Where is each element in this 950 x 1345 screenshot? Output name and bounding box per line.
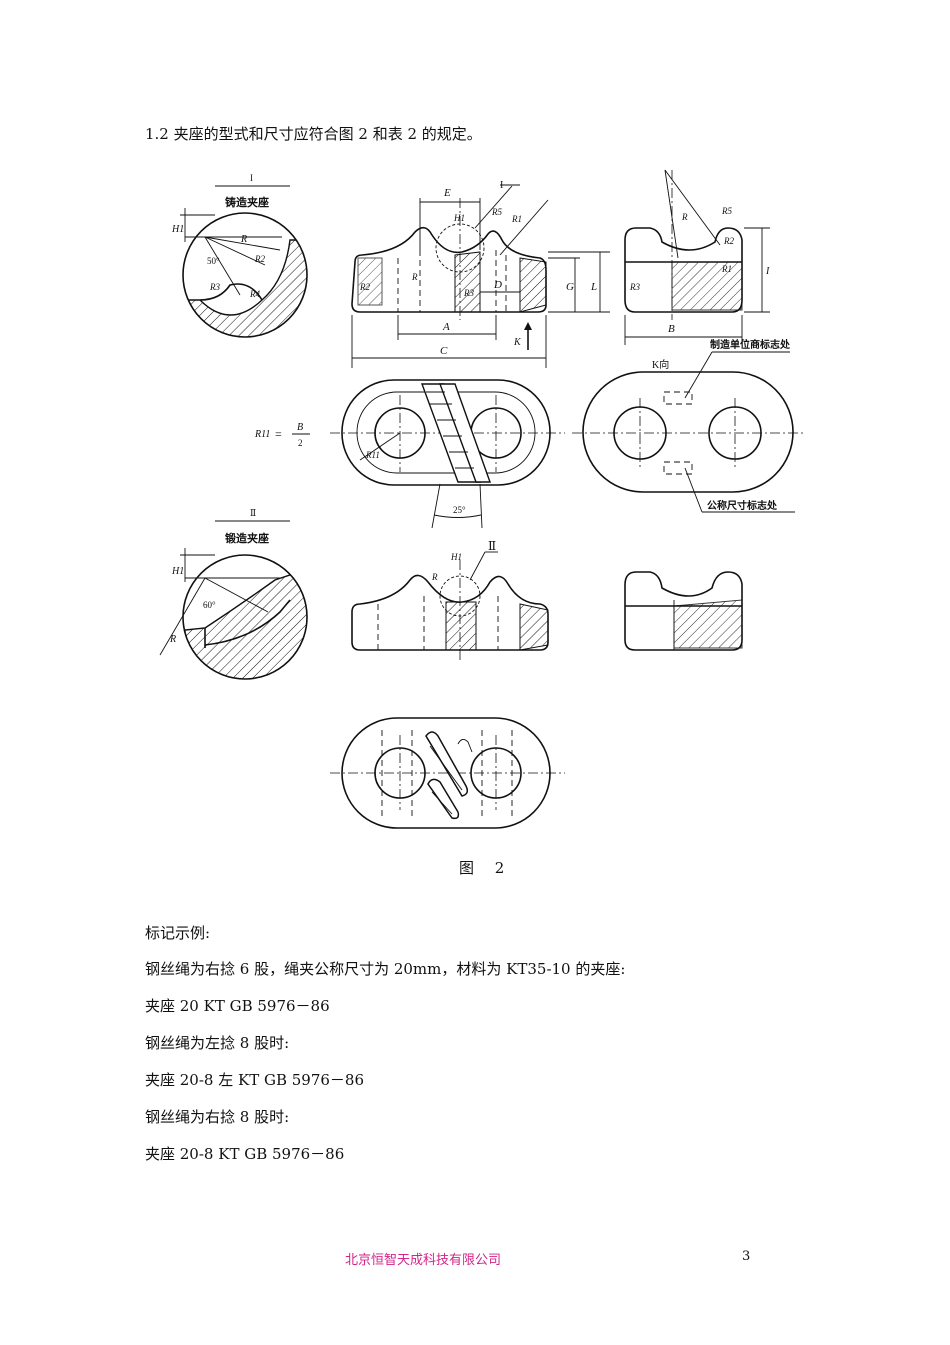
front-view-forged: Ⅱ H1 R [351,539,549,660]
marking-line: 钢丝绳为左捻 8 股时: [145,1034,290,1052]
detail-II-forged: Ⅱ 锻造夹座 H1 60° R [159,508,308,680]
E-label: E [443,187,451,199]
angle-50-label: 50° [207,256,220,266]
side-view-cast: R R5 R2 R1 R3 I B [624,169,770,345]
K-label: K [513,337,522,348]
R4-label-1: R4 [249,289,260,299]
D-label: D [493,279,502,291]
marking-line: 钢丝绳为右捻 6 股，绳夹公称尺寸为 20mm，材料为 KT35-10 的夹座: [145,960,626,978]
R-label-1: R [240,234,247,245]
detail-I-title: 铸造夹座 [225,195,269,209]
page-number: 3 [742,1249,751,1264]
B-label: B [668,323,675,335]
R3-label-1: R3 [209,282,220,292]
k-view: K向 制造单位商标志处 公称尺寸标志处 [572,338,805,513]
R11-eq-num: B [297,422,303,433]
side-view-forged [624,571,743,651]
H1-label-1: H1 [171,224,184,235]
size-mark-label: 公称尺寸标志处 [707,499,778,512]
footer-company: 北京恒智天成科技有限公司 [345,1253,502,1268]
R3-label-front: R3 [463,288,474,298]
section-heading: 1.2 夹座的型式和尺寸应符合图 2 和表 2 的规定。 [145,127,482,142]
marking-line: 夹座 20 KT GB 5976－86 [145,997,330,1015]
R2-label-front: R2 [359,282,370,292]
maker-mark-label: 制造单位商标志处 [710,338,791,351]
R5-label-front: R5 [491,207,502,217]
section-text: 夹座的型式和尺寸应符合图 2 和表 2 的规定。 [173,125,482,143]
G-label: G [566,281,574,293]
marking-line: 钢丝绳为右捻 8 股时: [145,1108,290,1126]
marking-heading: 标记示例: [145,924,211,942]
R2-label-1: R2 [254,254,265,264]
figure-caption: 图 2 [459,859,513,877]
H1-label-2: H1 [171,566,184,577]
R-label-front: R [411,272,418,282]
H1-label-front: H1 [453,213,465,223]
angle-60-label: 60° [203,600,216,610]
angle-25-label: 25° [453,505,466,515]
detail-I-ref-front: I [500,180,503,191]
L-label: L [590,281,597,293]
R11-eq-sign: = [275,427,282,441]
front-view-cast: E I H1 R1 R5 R R2 R3 A C D G L K [351,180,610,368]
detail-II-numeral: Ⅱ [250,508,256,518]
detail-II-ref-front: Ⅱ [488,539,496,553]
R11-label-top: R11 [365,450,380,460]
A-label: A [442,321,450,333]
R2-label-side: R2 [723,236,734,246]
R11-eq-lhs: R11 [254,429,270,440]
marking-line: 夹座 20-8 KT GB 5976－86 [145,1145,345,1163]
R11-eq-den: 2 [298,438,303,448]
R-label-side: R [681,212,688,222]
detail-II-title: 锻造夹座 [225,531,269,545]
marking-line: 夹座 20-8 左 KT GB 5976－86 [145,1071,365,1089]
C-label: C [440,345,448,357]
R3-label-side: R3 [629,282,640,292]
R-label-front-2: R [431,572,438,582]
top-view-forged [330,717,565,829]
R-label-2: R [169,634,176,645]
I-dim-label: I [765,266,770,277]
section-number: 1.2 [145,125,169,143]
detail-I-numeral: I [250,173,253,183]
top-view-cast: R11 25° R11 = B 2 [254,379,565,529]
view-k-label: K向 [652,358,669,371]
R5-label-side: R5 [721,206,732,216]
H1-label-front-2: H1 [450,552,462,562]
detail-I-cast: I 铸造夹座 H1 R 50° R2 R3 R4 [171,173,308,338]
R1-label-side: R1 [721,264,732,274]
R1-label-front: R1 [511,214,522,224]
